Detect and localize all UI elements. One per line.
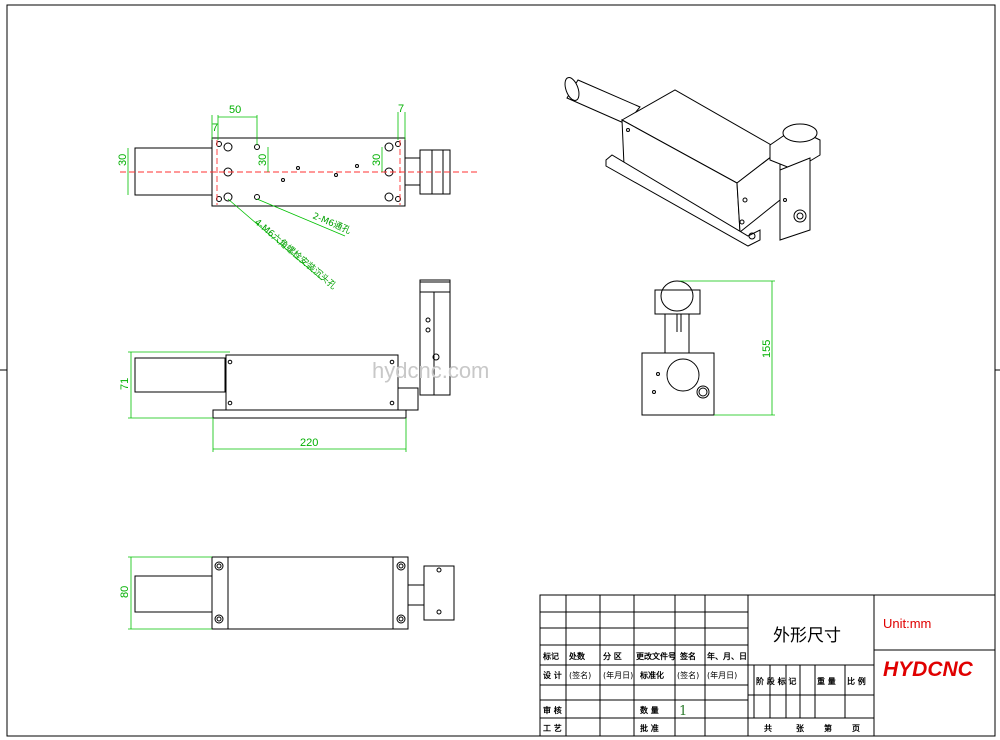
tb-r2-c1: 设 计 [543,670,562,680]
tb-r1-c2: 处数 [568,651,586,661]
tb-quantity: 1 [679,704,687,719]
tb-r2-c3: (年月日) [603,670,633,680]
front-view: 71 220 [119,279,451,452]
tb-page-total: 共 [764,723,772,733]
tb-r2-c4: 标准化 [639,670,664,680]
dim-top-50: 50 [229,104,241,116]
tb-page-no: 第 [824,723,832,733]
tb-r4-c4: 批 准 [640,723,659,733]
tb-r2-c6: (年月日) [707,670,737,680]
tb-r4-c1: 工 艺 [543,723,562,733]
tb-r1-c3: 分 区 [603,651,622,661]
tb-r3-c4: 数 量 [640,705,659,715]
dim-bottom-80: 80 [119,586,131,598]
tb-r2-c2: (签名) [569,670,591,680]
dim-side-155: 155 [761,340,773,358]
tb-page-sheets: 张 [796,724,805,733]
dim-top-7-left: 7 [212,122,218,134]
tb-r3-c1: 审 核 [543,705,562,715]
top-view: 50 7 7 30 30 30 2-M6通孔 4-M6六角螺栓安装沉头孔 [117,103,478,292]
note-2-m6: 2-M6通孔 [311,211,353,237]
note-4-m6: 4-M6六角螺栓安装沉头孔 [252,216,339,292]
dim-mid-30-a: 30 [257,154,269,166]
tb-r2-c5: (签名) [677,670,699,680]
drawing-title: 外形尺寸 [773,626,841,646]
brand-logo: HYDCNC [883,658,974,681]
dim-top-7-right: 7 [398,103,404,115]
tb-r1-c6: 年、月、日 [707,651,747,661]
tb-r1-c5: 签名 [679,651,696,661]
watermark: hydcnc.com [372,358,489,383]
tb-page-pages: 页 [852,724,860,733]
dim-front-220: 220 [300,437,318,449]
tb-scale: 比 例 [847,676,866,686]
dim-front-71: 71 [119,378,131,390]
unit-label: Unit:mm [883,616,931,631]
tb-weight: 重 量 [817,676,836,686]
tb-stage: 阶 段 标 记 [756,676,796,686]
dim-left-30: 30 [117,154,129,166]
tb-r1-c4: 更改文件号 [636,651,676,661]
isometric-view [564,77,821,247]
side-view: 155 [641,280,775,416]
dim-mid-30-b: 30 [371,154,383,166]
bottom-view: 80 [119,556,455,630]
title-block: 标记 处数 分 区 更改文件号 签名 年、月、日 设 计 (签名) (年月日) … [539,594,996,737]
tb-r1-c1: 标记 [542,651,559,661]
